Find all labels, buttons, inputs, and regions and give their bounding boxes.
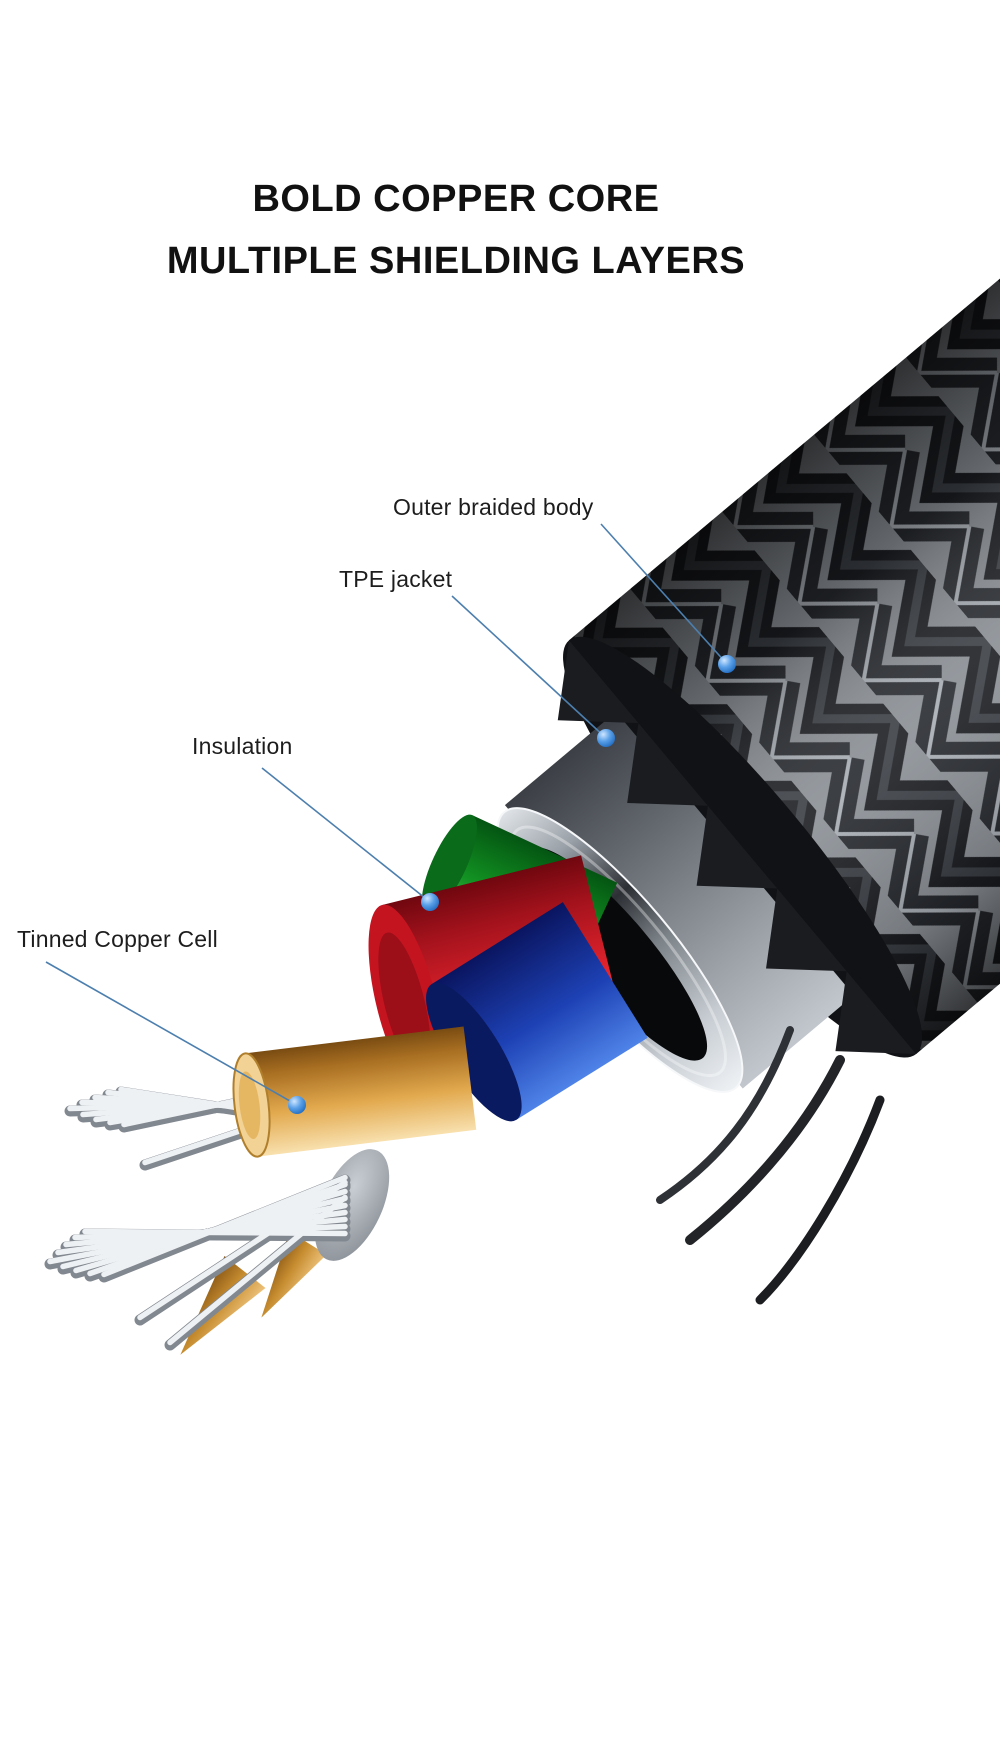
headline: BOLD COPPER CORE MULTIPLE SHIELDING LAYE… <box>0 180 912 304</box>
callout-line-outer-braided-body <box>600 523 728 665</box>
callout-dot-tpe-jacket <box>597 729 615 747</box>
callout-dot-insulation <box>421 893 439 911</box>
callout-line-tpe-jacket <box>451 595 607 739</box>
callout-line-insulation <box>261 767 431 903</box>
copper-core-graphic <box>232 1026 477 1158</box>
label-tpe-jacket: TPE jacket <box>339 566 453 592</box>
callout-dot-tinned-copper-cell <box>288 1096 306 1114</box>
blue-wire-graphic <box>426 902 648 1122</box>
headline-line-1: BOLD COPPER CORE <box>252 178 660 220</box>
tinned-strand-bundle-b <box>44 1149 390 1351</box>
tpe-jacket-graphic <box>504 711 854 1089</box>
braid-cut-edge <box>557 640 917 1054</box>
label-tinned-copper-cell: Tinned Copper Cell <box>17 926 218 952</box>
cable-body <box>496 254 1000 1093</box>
callout-leaders <box>45 523 728 1106</box>
callout-dots <box>288 655 736 1114</box>
label-outer-braided-body: Outer braided body <box>393 494 594 520</box>
headline-line-2: MULTIPLE SHIELDING LAYERS <box>166 240 746 282</box>
label-insulation: Insulation <box>192 733 293 759</box>
callout-line-tinned-copper-cell <box>45 961 298 1106</box>
braid-fray-strands <box>656 1026 885 1305</box>
callout-dot-outer-braided-body <box>718 655 736 673</box>
